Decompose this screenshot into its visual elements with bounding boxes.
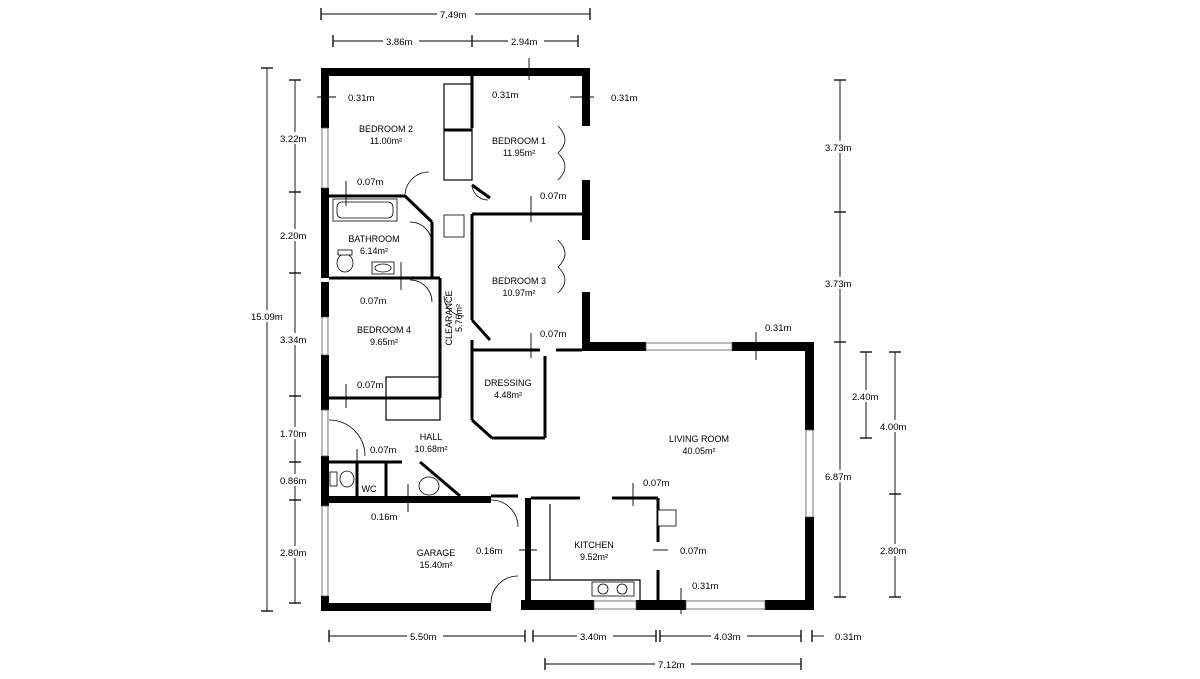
dim-wall-living-top: 0.31m xyxy=(765,323,791,334)
dim-part-b2-bath: 0.07m xyxy=(357,177,383,188)
room-area-bedroom4: 9.65m² xyxy=(370,337,398,347)
dim-part-hall-wc: 0.07m xyxy=(370,445,396,456)
room-name-bathroom: BATHROOM xyxy=(348,234,399,244)
dim-wall-b1-top: 0.31m xyxy=(492,90,518,101)
room-name-bedroom4: BEDROOM 4 xyxy=(357,325,411,335)
dim-part-b4-hall: 0.07m xyxy=(357,380,383,391)
dim-bottom-3: 4.03m xyxy=(714,632,740,643)
room-labels: BEDROOM 2 11.00m² BEDROOM 1 11.95m² BATH… xyxy=(348,124,729,570)
room-name-dressing: DRESSING xyxy=(484,378,531,388)
exterior-walls xyxy=(321,68,814,611)
dim-left-2: 2.20m xyxy=(280,231,306,242)
dim-left-3: 3.34m xyxy=(280,335,306,346)
dim-bottom-total: 7.12m xyxy=(658,660,684,671)
dim-right-1: 3.73m xyxy=(825,143,851,154)
room-name-kitchen: KITCHEN xyxy=(574,540,614,550)
room-name-bedroom1: BEDROOM 1 xyxy=(492,136,546,146)
dim-left-6: 2.80m xyxy=(280,548,306,559)
dim-left-1: 3.22m xyxy=(280,134,306,145)
room-area-bedroom3: 10.97m² xyxy=(502,288,535,298)
room-name-hall: HALL xyxy=(420,432,443,442)
dim-part-b3-dress: 0.07m xyxy=(540,329,566,340)
dim-right-2: 3.73m xyxy=(825,279,851,290)
room-name-clearance: CLEARANCE xyxy=(444,290,454,345)
room-area-kitchen: 9.52m² xyxy=(580,552,608,562)
room-name-living: LIVING ROOM xyxy=(669,434,729,444)
windows xyxy=(321,127,814,610)
dim-part-wc-garage: 0.16m xyxy=(371,512,397,523)
dim-wall-living-bottom: 0.31m xyxy=(692,581,718,592)
fixtures xyxy=(329,198,635,597)
dim-part-b1-b3: 0.07m xyxy=(540,191,566,202)
dim-right-4: 2.40m xyxy=(852,392,878,403)
dim-wall-b2-left: 0.31m xyxy=(348,93,374,104)
dim-left-5: 0.86m xyxy=(280,476,306,487)
dim-wall-b1-right: 0.31m xyxy=(611,93,637,104)
room-name-bedroom3: BEDROOM 3 xyxy=(492,276,546,286)
dim-bottom-1: 5.50m xyxy=(410,632,436,643)
doors xyxy=(328,125,566,604)
room-area-garage: 15.40m² xyxy=(419,560,452,570)
dimension-labels: 7.49m 3.86m 2.94m 15.09m 3.22m 2.20m 3.3… xyxy=(248,8,913,671)
dim-left-total: 15.09m xyxy=(251,312,283,323)
dim-left-4: 1.70m xyxy=(280,429,306,440)
room-area-bedroom2: 11.00m² xyxy=(370,136,402,146)
dim-part-garage-kitchen: 0.16m xyxy=(476,546,502,557)
dim-right-3: 6.87m xyxy=(825,472,851,483)
room-area-living: 40.05m² xyxy=(682,446,715,456)
room-area-clearance: 5.76m² xyxy=(454,304,464,332)
room-area-dressing: 4.48m² xyxy=(494,390,522,400)
interior-partitions xyxy=(329,76,677,604)
dim-top-left: 3.86m xyxy=(386,37,412,48)
dim-part-kitchen-living: 0.07m xyxy=(680,546,706,557)
dim-top-total: 7.49m xyxy=(440,10,466,21)
room-name-garage: GARAGE xyxy=(417,548,456,558)
dim-part-kitchen-top: 0.07m xyxy=(643,478,669,489)
room-name-wc: WC xyxy=(362,484,377,494)
room-name-bedroom2: BEDROOM 2 xyxy=(359,124,413,134)
dim-right-5: 4.00m xyxy=(880,422,906,433)
dim-top-right: 2.94m xyxy=(511,37,537,48)
room-area-hall: 10.68m² xyxy=(414,444,447,454)
room-area-bathroom: 6.14m² xyxy=(360,246,388,256)
dim-part-bath-b4: 0.07m xyxy=(360,296,386,307)
dim-bottom-2: 3.40m xyxy=(580,632,606,643)
dim-right-6: 2.80m xyxy=(880,546,906,557)
room-area-bedroom1: 11.95m² xyxy=(503,148,535,158)
dim-bottom-4: 0.31m xyxy=(835,632,861,643)
